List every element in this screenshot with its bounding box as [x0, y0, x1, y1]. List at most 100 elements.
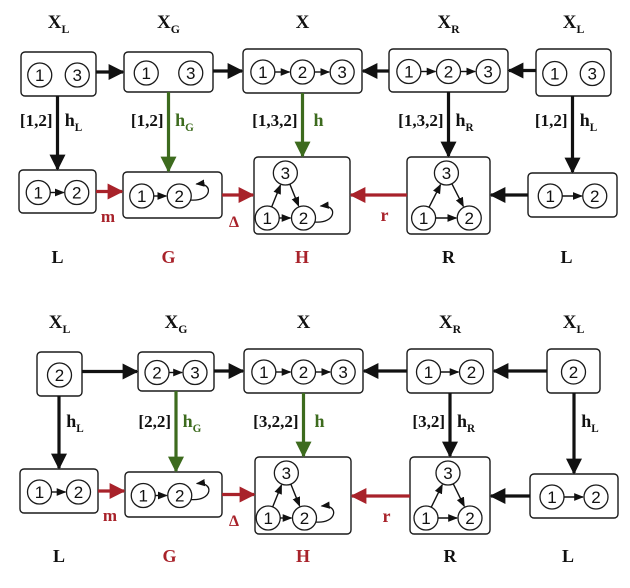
top-label-xr: XR [437, 12, 460, 36]
node-1: 1 [129, 183, 155, 209]
label-main: X [49, 312, 63, 333]
top-label-xr: XR [439, 312, 462, 336]
node-label: 1 [419, 209, 428, 228]
node-1: 1 [251, 359, 277, 385]
node-1: 1 [413, 505, 439, 531]
node-1: 1 [130, 482, 156, 509]
node-label: 3 [483, 63, 492, 82]
label-main: h [580, 110, 590, 130]
node-1: 1 [539, 484, 565, 510]
node-circle [542, 60, 568, 87]
node-circle [582, 183, 608, 209]
node-3: 3 [579, 60, 605, 87]
match-annotation-h: [3,2,2] [253, 412, 298, 431]
node-label: 2 [465, 509, 474, 528]
node-label: 2 [55, 366, 64, 385]
label-main: h [66, 411, 76, 431]
map-label-h: h [313, 110, 323, 130]
self-loop-edge-2 [190, 478, 210, 501]
node-3: 3 [273, 460, 300, 486]
node-2: 2 [144, 359, 170, 386]
label-main: h [313, 110, 323, 130]
node-circle [579, 60, 605, 87]
node-circle [330, 359, 356, 385]
label-main: X [296, 12, 310, 33]
node-label: 2 [569, 363, 578, 382]
top-label-x: X [296, 12, 310, 33]
graph-box-r: 1 2 3 [409, 456, 491, 535]
label-main: X [48, 12, 62, 33]
edge-3-2 [452, 483, 465, 508]
edge-1-3 [271, 184, 282, 208]
top-label-xl-right: XL [563, 12, 585, 36]
node-label: 3 [73, 66, 82, 85]
self-loop-edge-2 [315, 501, 335, 523]
node-label: 2 [299, 209, 308, 228]
map-label-r: r [383, 506, 391, 526]
node-circle [291, 505, 318, 531]
node-1: 1 [254, 205, 280, 231]
map-label-hR: hR [457, 411, 476, 435]
node-label: 3 [281, 164, 290, 183]
graph-box-h: 1 2 3 [253, 156, 351, 235]
node-circle [46, 362, 73, 388]
map-label-r: r [381, 205, 389, 225]
node-label: 1 [259, 363, 268, 382]
label-main: h [183, 411, 193, 431]
node-label: 1 [547, 488, 556, 507]
edge-1-3 [428, 183, 442, 208]
node-2: 2 [289, 59, 316, 85]
node-label: 3 [443, 464, 452, 483]
node-label: 2 [175, 487, 184, 506]
label-main: h [175, 110, 185, 130]
match-annotation-hL-right: [1,2] [535, 111, 568, 130]
node-label: 2 [590, 187, 599, 206]
node-1: 1 [396, 58, 422, 85]
label-main: X [563, 12, 577, 33]
node-2: 2 [166, 183, 192, 209]
node-2: 2 [65, 479, 92, 505]
node-label: 3 [190, 364, 199, 383]
node-label: 3 [282, 464, 291, 483]
node-2: 2 [291, 505, 318, 531]
bottom-label-h: H [296, 546, 310, 566]
node-1: 1 [542, 60, 568, 87]
label-main: X [165, 312, 179, 333]
bottom-label-l-left: L [53, 546, 65, 566]
node-label: 1 [546, 187, 555, 206]
top-label-xl-left: XL [48, 12, 70, 36]
node-label: 1 [137, 187, 146, 206]
node-2: 2 [458, 359, 485, 385]
bottom-label-l-left: L [51, 247, 63, 267]
node-3: 3 [178, 60, 204, 86]
node-circle [64, 179, 90, 206]
node-label: 1 [262, 209, 271, 228]
node-circle [329, 59, 355, 85]
top-label-x: X [297, 312, 311, 333]
node-3: 3 [272, 160, 299, 186]
node-circle [457, 505, 483, 531]
node-label: 1 [35, 483, 44, 502]
node-label: 1 [404, 63, 413, 82]
node-3: 3 [330, 359, 356, 385]
node-2: 2 [46, 362, 73, 388]
label-subscript: L [61, 23, 69, 36]
label-subscript: L [62, 323, 70, 336]
edge-3-2 [451, 183, 464, 208]
map-label-hR: hR [455, 110, 474, 134]
match-annotation-hR: [3,2] [412, 412, 445, 431]
label-subscript: G [178, 323, 187, 336]
node-circle [64, 62, 90, 88]
label-subscript: L [75, 122, 82, 134]
node-1: 1 [255, 505, 281, 531]
node-3: 3 [182, 359, 208, 386]
node-2: 2 [290, 359, 317, 385]
